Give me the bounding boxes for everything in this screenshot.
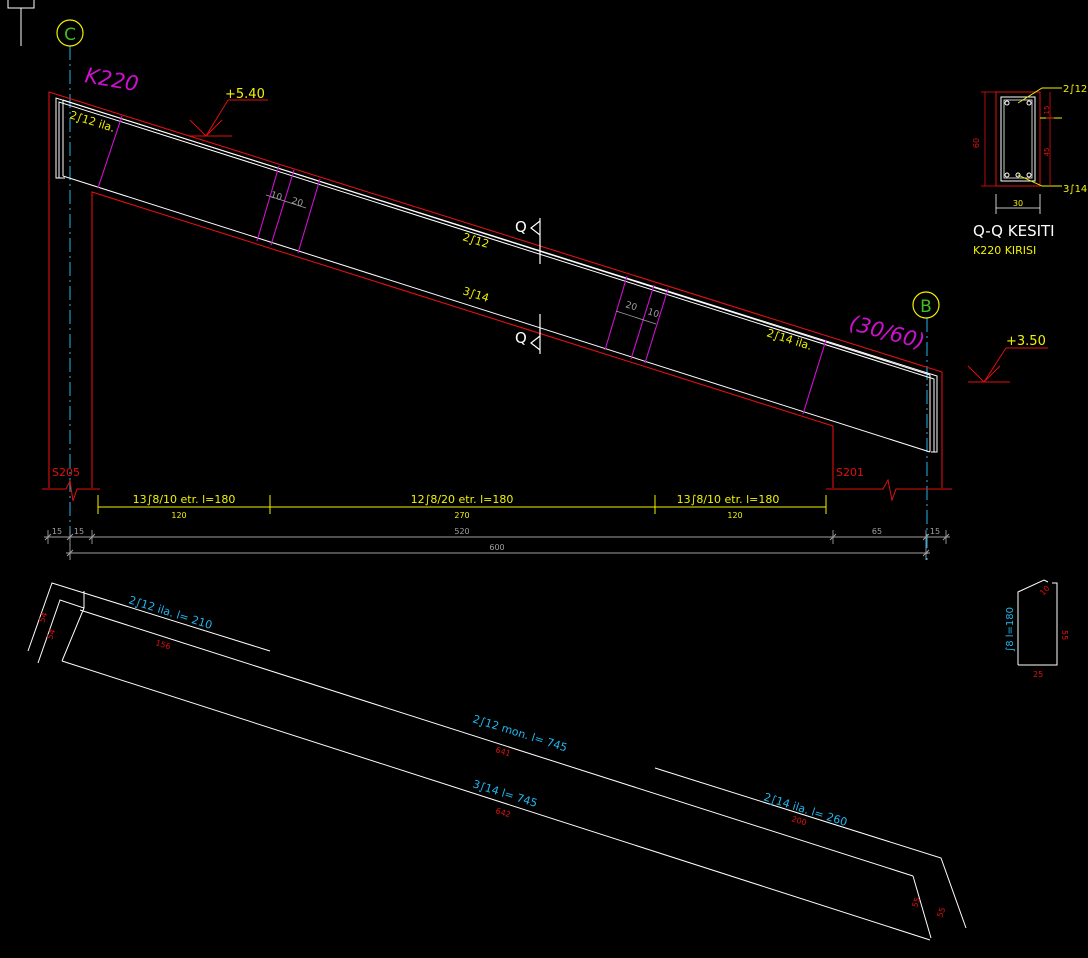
rebar-lines (55, 97, 938, 453)
bar-top-left-shape-label: 2∫12 ila. l= 210 (127, 593, 214, 632)
stirrup-length-1: 120 (171, 511, 186, 520)
stirrup-label-1: 13∫8/10 etr. l=180 (133, 493, 236, 506)
bar-bottom-shape-len: 642 (494, 806, 511, 819)
section-dim-45: 45 (1043, 148, 1051, 157)
bar-shapes (27, 582, 967, 941)
break-lines (42, 478, 952, 502)
stirrup-detail-55: 55 (1060, 630, 1069, 640)
bar-top-left-shape-len: 156 (154, 638, 171, 651)
stirrup-length-2: 270 (454, 511, 469, 520)
section-height: 60 (972, 138, 981, 148)
dim-15a: 15 (52, 527, 62, 536)
axis-lines (69, 46, 928, 560)
bar-mon-label: 2∫12 mon. l= 745 (471, 712, 569, 754)
stirrup-gap-dims (265, 194, 657, 325)
dim-600: 600 (489, 543, 504, 552)
stirrup-detail-10: 10 (1038, 584, 1052, 598)
beam-name: K220 (83, 63, 140, 96)
stirrup-gap-3: 20 (624, 300, 638, 313)
axis-bubble-c: C (56, 19, 84, 47)
elevation-top: +5.40 (225, 87, 265, 102)
axis-bubble-b: B (912, 291, 940, 319)
elevation-marker-top (189, 99, 268, 137)
dim-520: 520 (454, 527, 469, 536)
stirrup-detail-label: ∫8 l=180 (1005, 607, 1016, 652)
dim-15b: 15 (74, 527, 84, 536)
dim-65: 65 (872, 527, 882, 536)
svg-text:B: B (920, 297, 932, 317)
stirrup-label-3: 13∫8/10 etr. l=180 (677, 493, 780, 506)
stirrup-label-2: 12∫8/20 etr. l=180 (411, 493, 514, 506)
bar-right-shape-len: 200 (790, 814, 807, 827)
column-right: S201 (836, 466, 864, 479)
section-title: Q-Q KESITI (973, 222, 1055, 240)
dim-15c: 15 (930, 527, 940, 536)
bar-hook-d: 55 (935, 906, 947, 919)
section-cut-bottom: Q (515, 329, 527, 347)
bar-bottom-shape-label: 3∫14 l= 745 (471, 777, 539, 810)
section-width: 30 (1013, 199, 1023, 208)
section-subtitle: K220 KIRISI (973, 244, 1036, 257)
cross-section (981, 87, 1062, 214)
stirrup-detail-25: 25 (1033, 670, 1043, 679)
stirrup-gap-2: 20 (290, 196, 304, 209)
section-bottom-bars: 3∫14 (1063, 184, 1087, 195)
section-cut-top: Q (515, 218, 527, 236)
bar-bottom-label: 3∫14 (461, 284, 490, 304)
elevation-marker-bottom (967, 347, 1048, 383)
stirrup-gap-1: 10 (269, 190, 283, 203)
dimension-lines (44, 530, 950, 560)
bar-mon-len: 641 (494, 745, 511, 758)
stirrup-dim-line (97, 495, 827, 514)
corner-fragment (7, 0, 35, 46)
svg-text:C: C (64, 25, 76, 45)
column-left: S205 (52, 466, 80, 479)
section-dim-15: 15 (1043, 106, 1051, 115)
stirrup-gap-4: 10 (646, 307, 660, 320)
section-cut-markers (530, 218, 541, 354)
bar-hook-b: 54 (45, 628, 57, 641)
stirrup-marks (97, 115, 827, 415)
stirrup-detail (1017, 579, 1058, 666)
bar-hook-a: 54 (37, 611, 49, 624)
stirrup-length-3: 120 (727, 511, 742, 520)
bar-hook-c: 55 (910, 896, 922, 909)
beam-section-size: (30/60) (847, 311, 927, 354)
section-top-bars: 2∫12 (1063, 84, 1087, 95)
concrete-outline (48, 91, 943, 488)
elevation-bottom: +3.50 (1006, 334, 1046, 349)
